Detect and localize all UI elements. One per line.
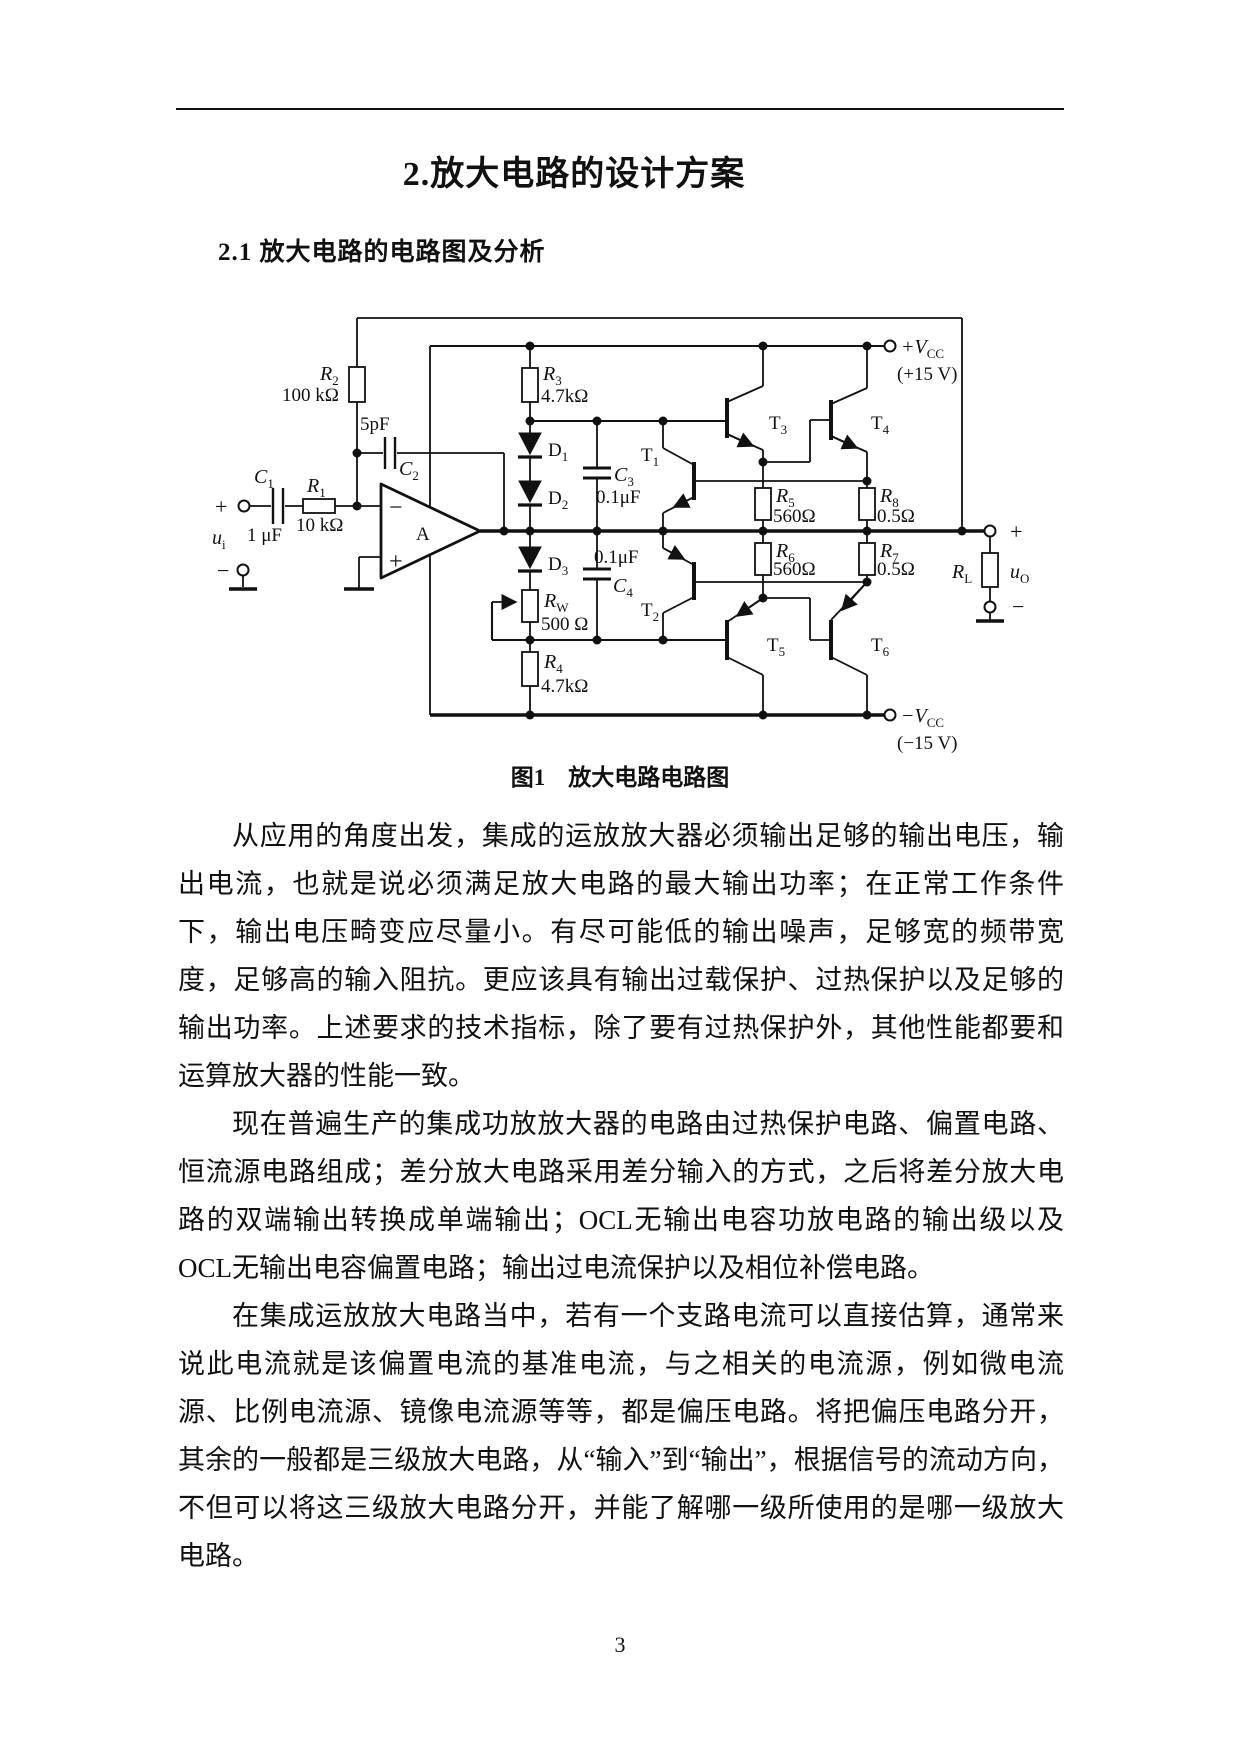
r1-value: 10 kΩ [296, 515, 343, 536]
ground-symbols [229, 587, 1004, 623]
c4-value: 0.1μF [594, 547, 639, 568]
paragraph-3: 在集成运放放大电路当中，若有一个支路电流可以直接估算，通常来说此电流就是该偏置电… [178, 1301, 1064, 1571]
amplifier-circuit-figure: + ui − C1 1 μF R1 10 kΩ R2 100 kΩ 5pF C2… [212, 317, 1029, 754]
r6-label: R6 [775, 540, 795, 565]
output-plus-sign: + [1010, 519, 1022, 544]
d2-label: D2 [548, 488, 568, 512]
figure-caption: 图1 放大电路电路图 [510, 765, 730, 790]
vcc-positive-value: (+15 V) [897, 364, 958, 385]
t6-label: T6 [871, 635, 890, 659]
r3-value: 4.7kΩ [541, 386, 588, 407]
load-resistor-label: RL [951, 561, 972, 586]
c2-value: 5pF [360, 414, 390, 435]
c4-label: C4 [613, 575, 633, 600]
d1-label: D1 [548, 440, 568, 464]
t5-label: T5 [767, 635, 785, 659]
opamp-inverting-sign: − [389, 495, 403, 521]
r6-value: 560Ω [773, 559, 816, 580]
section-heading: 2.1 放大电路的电路图及分析 [218, 239, 546, 266]
opamp-noninverting-sign: + [389, 549, 403, 575]
vcc-negative-value: (−15 V) [897, 733, 958, 754]
output-signal-label: uO [1010, 561, 1029, 586]
r5-label: R5 [775, 485, 795, 510]
capacitor-plates [271, 437, 611, 581]
input-signal-label: ui [212, 527, 226, 552]
resistor-bodies [302, 366, 999, 687]
t2-label: T2 [641, 600, 659, 624]
r7-value: 0.5Ω [877, 559, 915, 580]
header-rule [176, 108, 1064, 110]
input-plus-sign: + [215, 494, 227, 519]
c3-label: C3 [614, 464, 634, 489]
c3-value: 0.1μF [596, 487, 641, 508]
r2-label: R2 [319, 363, 339, 388]
diode-symbols [518, 432, 542, 573]
r3-label: R3 [542, 363, 562, 388]
r1-label: R1 [306, 475, 326, 500]
r2-value: 100 kΩ [282, 385, 339, 406]
opamp-label: A [416, 524, 430, 545]
junction-dots [352, 341, 967, 720]
body-text: 从应用的角度出发，集成的运放放大器必须输出足够的输出电压，输出电流，也就是说必须… [178, 812, 1064, 1580]
t4-label: T4 [871, 413, 890, 437]
rw-label: RW [543, 590, 569, 615]
terminal-circles [236, 339, 997, 722]
rw-value: 500 Ω [541, 614, 588, 635]
output-minus-sign: − [1012, 594, 1024, 619]
page-title: 2.放大电路的设计方案 [402, 156, 746, 193]
d3-label: D3 [548, 554, 568, 578]
paragraph-2: 现在普遍生产的集成功放放大器的电路由过热保护电路、偏置电路、恒流源电路组成；差分… [178, 1109, 1064, 1283]
output-bus [430, 529, 985, 717]
r4-value: 4.7kΩ [541, 676, 588, 697]
c1-value: 1 μF [247, 525, 282, 546]
vcc-positive-label: +VCC [901, 336, 944, 361]
arrow-heads [492, 432, 868, 617]
bias-and-rail-wires [430, 344, 885, 642]
c1-label: C1 [254, 466, 274, 491]
transistor-bars [692, 398, 833, 660]
c2-label: C2 [399, 458, 419, 483]
vcc-negative-label: −VCC [901, 705, 944, 730]
t1-label: T1 [641, 445, 659, 469]
r5-value: 560Ω [773, 506, 816, 527]
r4-label: R4 [543, 651, 563, 676]
t3-label: T3 [769, 413, 787, 437]
page-number: 3 [614, 1632, 626, 1657]
input-minus-sign: − [217, 558, 229, 583]
r8-label: R8 [879, 485, 899, 510]
paragraph-1: 从应用的角度出发，集成的运放放大器必须输出足够的输出电压，输出电流，也就是说必须… [178, 821, 1064, 1091]
r7-label: R7 [879, 540, 899, 565]
r8-value: 0.5Ω [877, 506, 915, 527]
opamp-triangle [379, 482, 482, 580]
